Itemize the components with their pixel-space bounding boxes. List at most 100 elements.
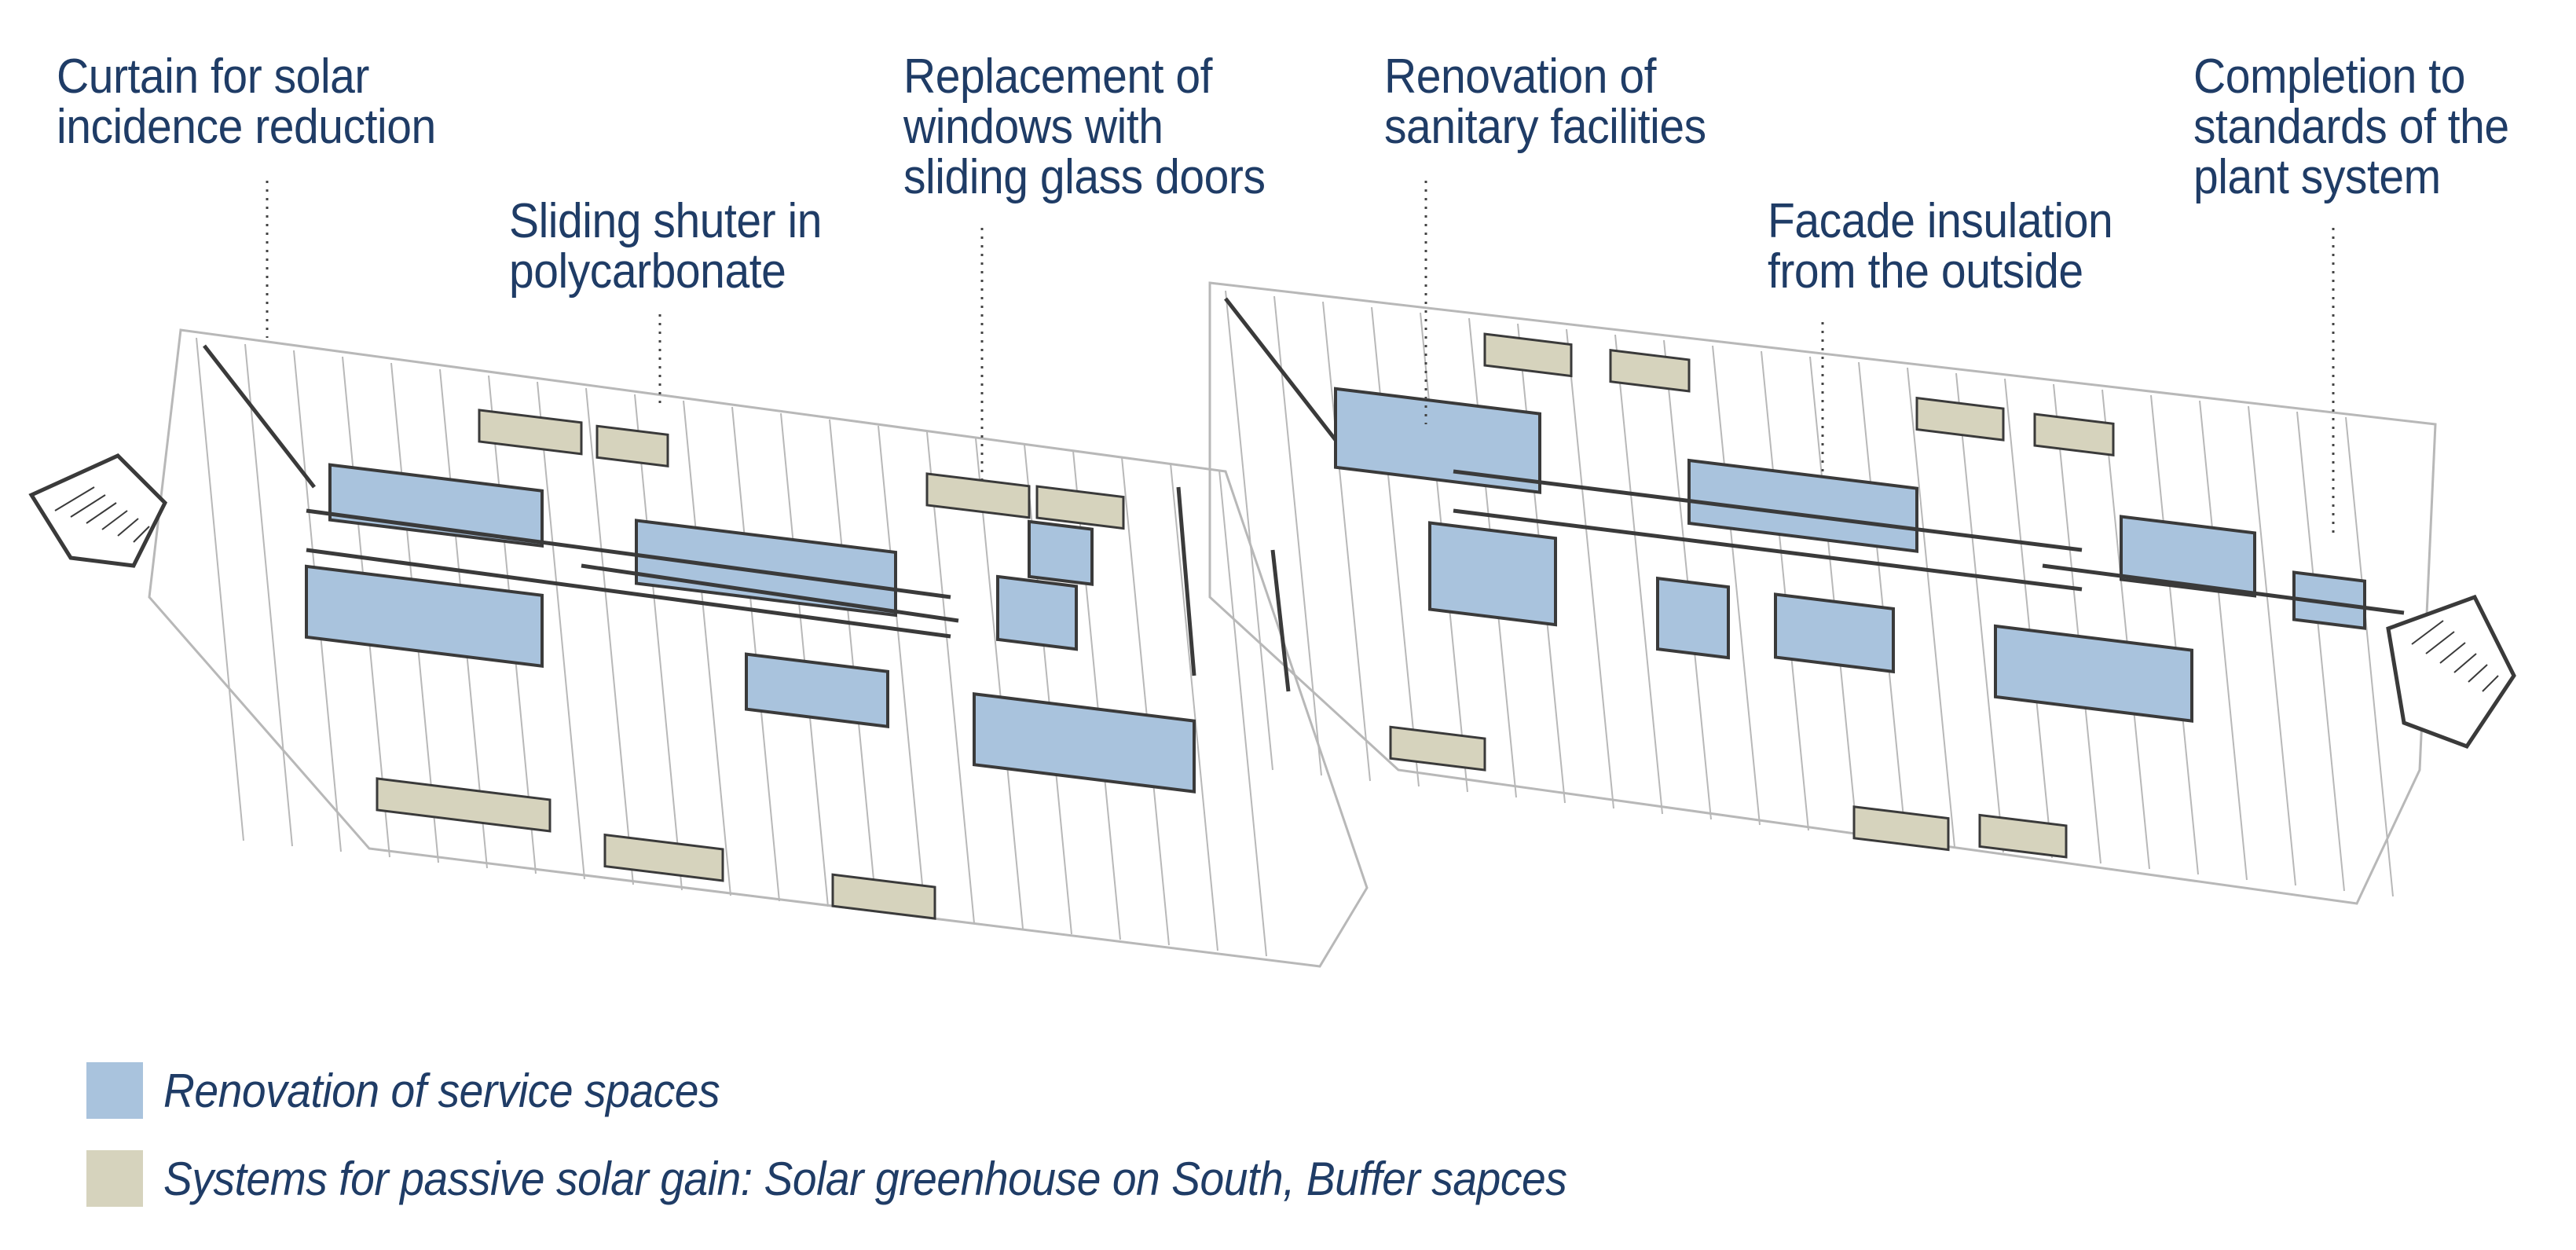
callout-sanitary-line-2: sanitary facilities (1384, 100, 1706, 154)
solar-space-9 (376, 777, 551, 833)
wing-outline-2 (1208, 281, 2437, 905)
stair-step-left-5 (133, 526, 150, 543)
solar-space-5 (1483, 332, 1573, 378)
service-space-3 (635, 519, 897, 618)
grid-line-b-22 (2296, 411, 2345, 892)
stair-step-left-4 (117, 518, 139, 537)
grid-line-a-16 (975, 438, 1024, 929)
grid-line-b-7 (1566, 328, 1614, 809)
service-space-11 (1774, 592, 1895, 674)
callout-curtain: Curtain for solar incidence reduction (57, 52, 436, 152)
grid-line-b-0 (1225, 290, 1273, 771)
stair-step-right-0 (2411, 620, 2444, 645)
solar-space-1 (478, 409, 583, 456)
wall-outlines (203, 297, 2405, 692)
solar-space-6 (1609, 349, 1691, 393)
wing-outline-1 (148, 328, 1369, 968)
grid-line-a-7 (537, 381, 585, 880)
wall-line-5 (1453, 508, 2083, 592)
solar-space-11 (831, 873, 936, 920)
highlighted-spaces (305, 332, 2366, 920)
stair-step-left-2 (86, 502, 117, 524)
solar-space-13 (1852, 805, 1950, 852)
grid-line-b-19 (2150, 394, 2199, 875)
callout-shutter: Sliding shuter in polycarbonate (509, 194, 823, 297)
legend-label-solar-gain: Systems for passive solar gain: Solar gr… (163, 1152, 1567, 1205)
service-space-4 (745, 652, 889, 728)
grid-line-b-13 (1858, 361, 1907, 842)
service-space-2 (305, 564, 544, 668)
grid-line-b-18 (2101, 389, 2150, 870)
legend-swatch-beige (86, 1150, 143, 1207)
solar-space-3 (925, 472, 1031, 519)
grid-line-b-1 (1273, 295, 1322, 776)
callout-facade-line-2: from the outside (1768, 244, 2083, 299)
callout-plant: Completion to standards of the plant sys… (2193, 52, 2509, 203)
callout-windows: Replacement of windows with sliding glas… (903, 52, 1266, 203)
service-space-10 (1656, 576, 1730, 660)
background-structure-lines (148, 281, 2437, 968)
callout-shutter-line-1: Sliding shuter in (509, 194, 823, 248)
wall-line-6 (2042, 563, 2405, 615)
grid-line-a-20 (1170, 463, 1218, 951)
stair-step-right-5 (2482, 675, 2499, 692)
stair-step-right-2 (2439, 642, 2466, 664)
grid-line-b-17 (2053, 383, 2101, 864)
stair-step-left-0 (54, 486, 95, 511)
callout-curtain-line-2: incidence reduction (57, 100, 436, 154)
stair-step-left-1 (70, 494, 106, 518)
wall-line-3 (581, 563, 959, 623)
grid-line-a-9 (634, 394, 683, 891)
service-space-15 (1028, 519, 1094, 586)
solar-space-7 (1915, 396, 2005, 442)
wall-line-8 (1224, 297, 1337, 442)
callout-sanitary-line-1: Renovation of (1384, 49, 1657, 104)
service-space-14 (2292, 570, 2366, 630)
grid-line-a-0 (196, 337, 244, 841)
grid-line-b-21 (2248, 405, 2296, 886)
grid-line-b-15 (1955, 372, 2004, 853)
solar-space-12 (1389, 725, 1486, 772)
callout-sanitary: Renovation of sanitary facilities (1384, 52, 1706, 152)
solar-space-2 (595, 424, 669, 468)
grid-line-b-10 (1712, 345, 1761, 826)
grid-line-b-20 (2199, 400, 2248, 881)
solar-space-4 (1035, 485, 1125, 530)
grid-line-b-2 (1322, 301, 1371, 782)
wall-line-4 (1453, 469, 2083, 552)
service-space-12 (1994, 624, 2193, 723)
service-space-9 (1687, 458, 1918, 553)
stair-tower-left (28, 453, 168, 568)
callout-windows-line-2: windows with (903, 100, 1163, 154)
callout-curtain-line-1: Curtain for solar (57, 49, 369, 104)
solar-space-14 (1978, 813, 2068, 859)
grid-line-b-8 (1614, 334, 1663, 815)
grid-line-a-15 (926, 431, 975, 924)
callout-facade: Facade insulation from the outside (1768, 194, 2113, 299)
wall-line-9 (1176, 486, 1196, 676)
callout-plant-line-2: standards of the (2193, 100, 2509, 154)
grid-line-b-3 (1371, 306, 1420, 787)
callout-facade-line-1: Facade insulation (1768, 194, 2113, 248)
service-space-6 (996, 574, 1078, 651)
service-space-5 (973, 692, 1196, 794)
callout-plant-line-1: Completion to (2193, 49, 2465, 104)
grid-line-b-16 (2004, 378, 2053, 859)
solar-space-10 (603, 833, 724, 882)
grid-line-b-23 (2345, 416, 2394, 897)
legend-item-solar-gain: Systems for passive solar gain: Solar gr… (86, 1150, 1689, 1207)
service-space-1 (328, 463, 544, 548)
legend-item-service-spaces: Renovation of service spaces (86, 1062, 768, 1119)
grid-line-b-14 (1907, 367, 1955, 848)
stair-towers (28, 453, 2516, 750)
grid-line-a-19 (1121, 456, 1170, 946)
legend-label-service-spaces: Renovation of service spaces (163, 1064, 720, 1117)
grid-line-a-1 (244, 343, 293, 847)
callout-leader-lines (266, 181, 2335, 534)
grid-line-a-21 (1218, 469, 1267, 957)
grid-line-a-8 (585, 387, 634, 885)
solar-space-8 (2033, 412, 2115, 456)
stair-step-right-3 (2453, 653, 2477, 673)
wall-line-7 (203, 344, 316, 489)
